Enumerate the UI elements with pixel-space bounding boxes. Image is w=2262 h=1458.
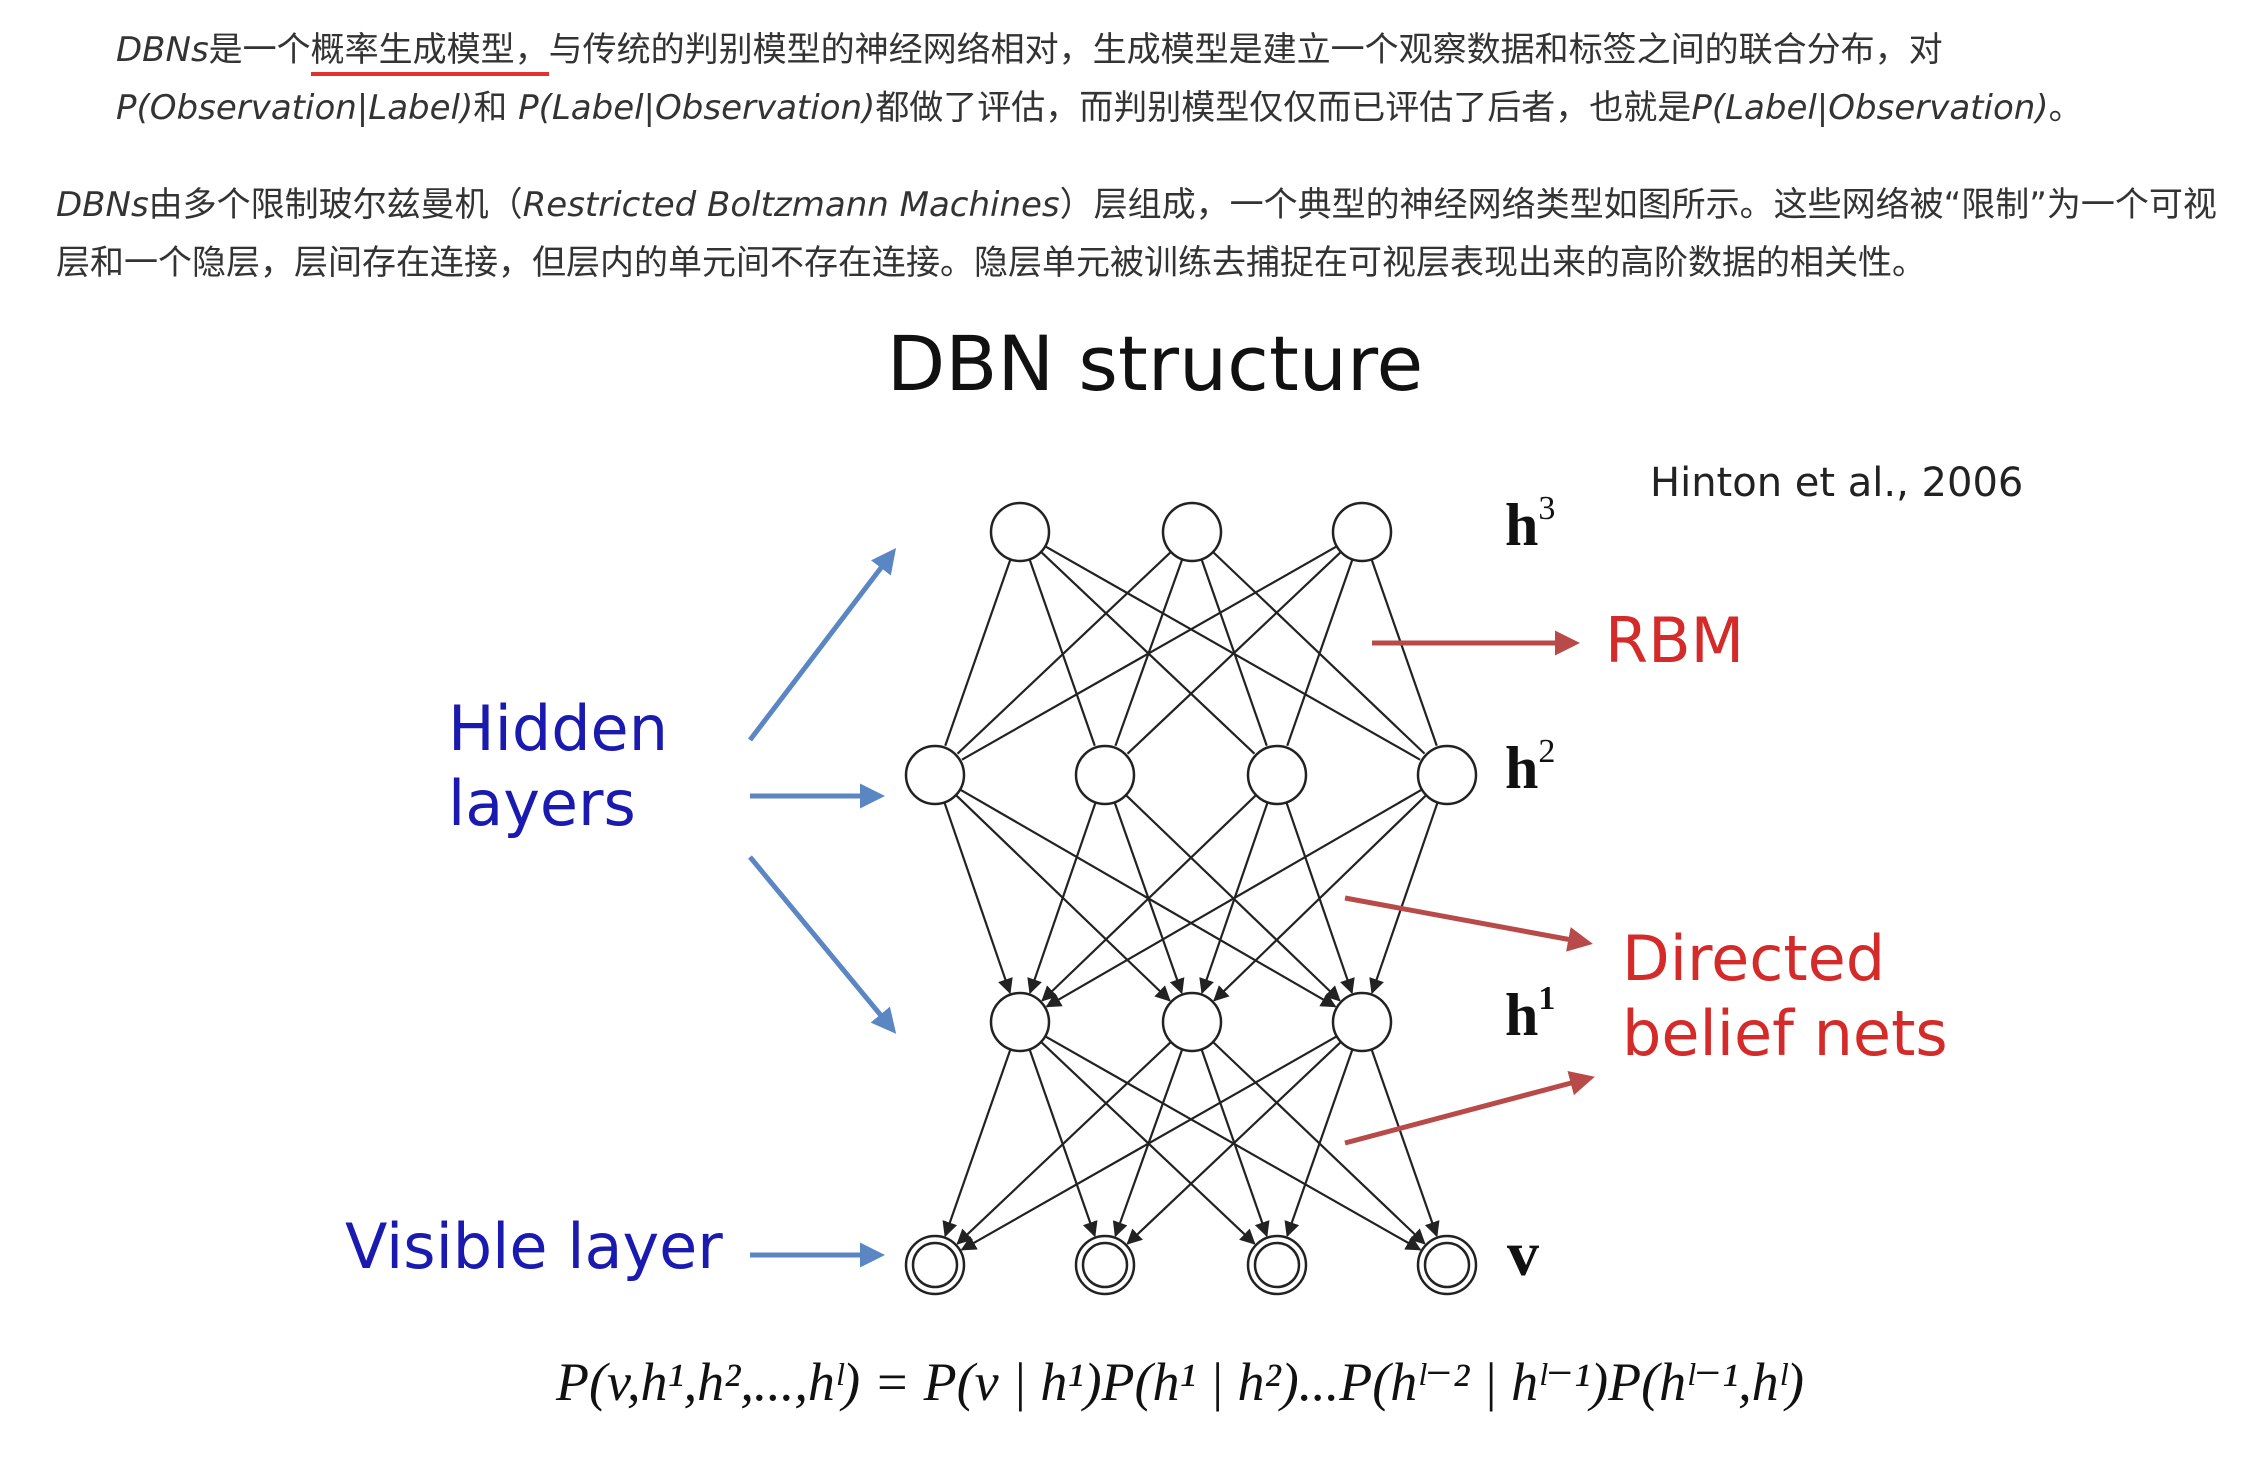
node-h1 [989,991,1051,1053]
formula-obs-given-label: P(Observation|Label) [116,88,474,128]
visible-layer-label: Visible layer [345,1210,723,1283]
node-visible [1074,1234,1136,1296]
node-visible [1416,1234,1478,1296]
layer-label-h3: h3 [1505,490,1555,558]
rbm-edge [956,551,1172,755]
paragraph-structure: DBNs由多个限制玻尔兹曼机（Restricted Boltzmann Mach… [56,176,2226,292]
node-h1 [1331,991,1393,1053]
figure-title: DBN structure [887,319,1424,408]
directed-edge-h1-v [942,1049,1012,1238]
node-visible-inner-ring [1081,1241,1129,1289]
directed-edge-h2-h1 [1045,788,1423,1008]
layer-label-v: v [1507,1218,1539,1289]
node-visible [1246,1234,1308,1296]
rbm-connections [944,545,1438,761]
paragraph-intro: DBNs是一个概率生成模型，与传统的判别模型的神经网络相对，生成模型是建立一个观… [56,21,2262,137]
node-visible-inner-ring [1253,1241,1301,1289]
rbm-edge [961,545,1338,761]
directed-edge-h1-v [1284,1049,1354,1238]
node-visible-inner-ring [1423,1241,1471,1289]
text-segment: 和 [473,88,508,128]
node-h2 [1246,744,1308,806]
arrow-to-h3 [748,548,897,742]
directed-edge-h2-h1 [1213,794,1427,1002]
term-rbm-full: Restricted Boltzmann Machines [522,185,1060,225]
formula-label-given-obs-2: P(Label|Observation) [1691,88,2049,128]
directed-edge-h1-v [956,1041,1172,1245]
text-segment: 与传统的判别模型的神经网络相对，生成模型是建立一个观察数据和标签之间的联合分布，… [548,30,1943,70]
directed-label-line1: Directed [1622,922,1885,995]
joint-probability-formula: P(v,h¹,h²,...,hˡ) = P(v | h¹)P(h¹ | h²).… [555,1352,1804,1412]
hidden-layers-label-line2: layers [448,767,636,840]
text-segment: 都做了评估，而判别模型仅仅而已评估了后者，也就是 [875,88,1692,128]
hidden-layers-label-line1: Hidden [448,692,668,765]
rbm-label: RBM [1605,604,1744,677]
layer-label-h1: h1 [1505,980,1555,1048]
directed-edge-h1-v [1126,1041,1342,1245]
directed-edge-h2-h1 [1369,802,1439,995]
rbm-edge [944,559,1012,747]
node-h1 [1161,991,1223,1053]
text-segment: ）层组成，一个典型的神经网络类型如图所示。这些网络被“限制”为一个可视层和一个隐… [56,185,2217,283]
directed-edge-h2-h1 [1027,802,1097,995]
text-segment: 由多个限制玻尔兹曼机（ [148,185,523,225]
text-segment: 。 [2048,88,2083,128]
node-visible [904,1234,966,1296]
rbm-edge [1370,559,1438,747]
dbn-diagram: DBN structure Hinton et al., 2006 h3 h2 … [345,319,2023,1412]
directed-edge-h1-v [1370,1049,1440,1238]
rbm-edge [1028,559,1096,747]
formula-label-given-obs: P(Label|Observation) [518,88,876,128]
term-dbns: DBNs [116,30,209,70]
directed-edge-h2-h1 [1041,794,1257,1002]
directed-edge-h2-h1 [943,802,1013,995]
node-visible-inner-ring [911,1241,959,1289]
rbm-edge [1286,559,1354,747]
node-h3 [1331,501,1393,563]
citation: Hinton et al., 2006 [1650,460,2023,506]
node-h2 [1416,744,1478,806]
dbn-figure: DBN structure Hinton et al., 2006 h3 h2 … [0,300,2262,1454]
arrow-to-h1 [748,855,897,1034]
arrow-directed-lower [1344,1071,1595,1146]
text-segment: 是一个 [208,30,311,70]
node-h2 [904,744,966,806]
highlighted-term: 概率生成模型， [310,30,549,76]
arrow-directed-upper [1344,895,1593,952]
directed-edge-h1-v [1028,1049,1098,1238]
node-h3 [1161,501,1223,563]
network-nodes [904,501,1478,1296]
term-dbns: DBNs [56,185,149,225]
layer-label-h2: h2 [1505,733,1555,801]
directed-connections [942,788,1440,1251]
rbm-edge [1126,551,1342,755]
node-h3 [989,501,1051,563]
directed-label-line2: belief nets [1622,997,1948,1070]
node-h2 [1074,744,1136,806]
directed-edge-h1-v [960,1035,1338,1251]
